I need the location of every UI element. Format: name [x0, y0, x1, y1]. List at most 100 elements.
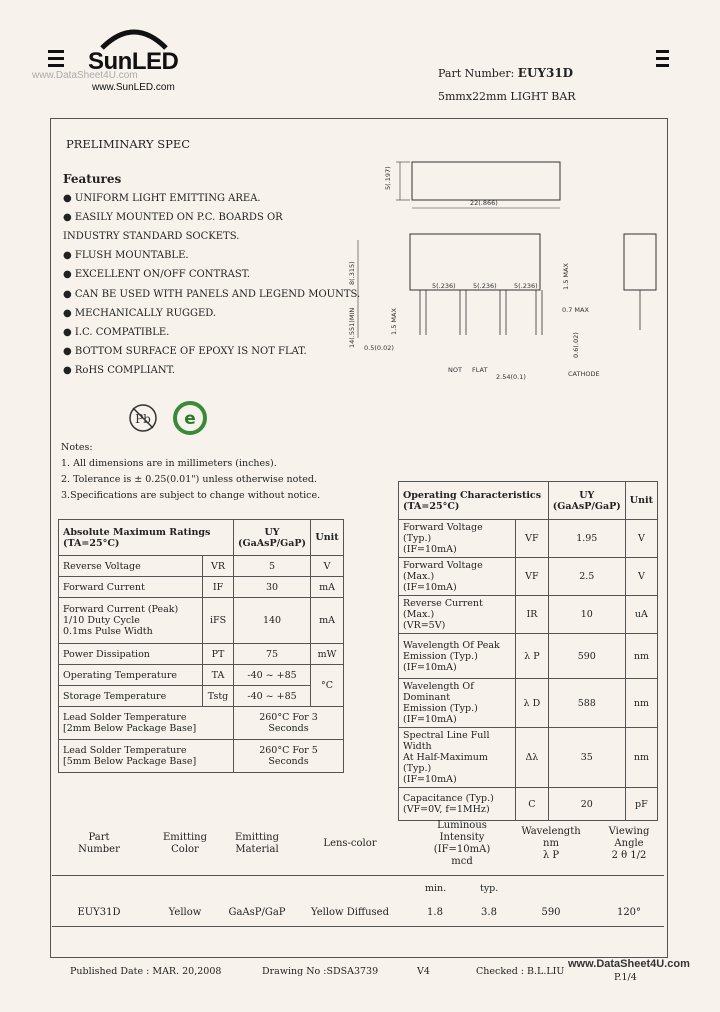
svg-text:1.5 MAX: 1.5 MAX — [562, 263, 570, 290]
param: Forward Voltage (Typ.)(IF=10mA) — [398, 519, 516, 558]
symbol: VF — [515, 519, 549, 558]
row-color: Yellow — [168, 907, 202, 918]
abs-max-subtitle: (TA=25°C) — [63, 537, 120, 549]
features-heading: Features — [63, 172, 122, 186]
feature-item: ● MECHANICALLY RUGGED. — [63, 308, 217, 319]
svg-text:8(.315): 8(.315) — [348, 261, 356, 285]
svg-text:5(.236): 5(.236) — [432, 282, 456, 290]
logo-bars-left — [48, 50, 64, 67]
product-description: 5mmx22mm LIGHT BAR — [438, 90, 576, 103]
svg-text:1.5 MAX: 1.5 MAX — [390, 308, 398, 335]
svg-text:FLAT: FLAT — [472, 366, 487, 374]
abs-max-title: Absolute Maximum Ratings — [63, 526, 211, 538]
param: Lead Solder Temperature [2mm Below Packa… — [57, 706, 235, 740]
content-border — [50, 118, 668, 958]
spec-title: PRELIMINARY SPEC — [66, 137, 191, 151]
unit: nm — [624, 678, 659, 728]
unit: V — [624, 557, 659, 596]
unit: pF — [624, 787, 659, 821]
row-typ: 3.8 — [481, 907, 497, 918]
symbol: Δλ — [515, 727, 549, 788]
symbol: λ D — [515, 678, 549, 728]
part-number-line: Part Number: EUY31D — [438, 66, 573, 80]
feature-item: ● I.C. COMPATIBLE. — [63, 327, 170, 338]
footer-page: P.1/4 — [614, 972, 637, 983]
footer-version: V4 — [417, 966, 430, 977]
svg-text:2.54(0.1): 2.54(0.1) — [496, 373, 526, 381]
row-min: 1.8 — [427, 907, 443, 918]
logo-bars-right — [656, 50, 669, 67]
company-logo: SunLED — [88, 48, 179, 75]
param: Power Dissipation — [58, 643, 203, 665]
value: 260°C For 5 Seconds — [233, 739, 344, 773]
footer-published-date: Published Date : MAR. 20,2008 — [70, 966, 222, 977]
value: -40 ~ +85 — [233, 685, 312, 707]
feature-item: ● BOTTOM SURFACE OF EPOXY IS NOT FLAT. — [63, 346, 307, 357]
symbol: TA — [201, 664, 235, 686]
svg-text:CATHODE: CATHODE — [568, 370, 600, 378]
svg-text:NOT: NOT — [448, 366, 462, 374]
unit: nm — [624, 633, 659, 679]
value: 10 — [547, 595, 626, 634]
notes-heading: Notes: — [61, 442, 93, 453]
note-item: 2. Tolerance is ± 0.25(0.01") unless oth… — [61, 474, 317, 485]
symbol: VF — [515, 557, 549, 596]
col-uy: UY — [264, 526, 280, 538]
col-material: (GaAsP/GaP) — [552, 500, 621, 512]
svg-text:22(.866): 22(.866) — [470, 199, 498, 207]
col-unit: Unit — [624, 481, 659, 520]
part-number-value: EUY31D — [517, 66, 574, 80]
unit: mA — [310, 597, 344, 644]
watermark-top: www.DataSheet4U.com — [32, 70, 138, 81]
param: Reverse Current (Max.)(VR=5V) — [398, 595, 516, 634]
unit: uA — [624, 595, 659, 634]
svg-text:e: e — [184, 409, 196, 429]
value: 5 — [233, 555, 312, 577]
symbol: Tstg — [201, 685, 235, 707]
value: 1.95 — [547, 519, 626, 558]
unit: °C — [310, 664, 344, 707]
feature-item: ● FLUSH MOUNTABLE. — [63, 250, 189, 261]
row-viewing-angle: 120° — [616, 907, 642, 918]
row-material: GaAsP/GaP — [228, 907, 286, 918]
unit: V — [310, 555, 344, 577]
unit: mW — [310, 643, 344, 665]
row-wavelength: 590 — [541, 907, 561, 918]
website-link[interactable]: www.SunLED.com — [92, 82, 175, 93]
symbol: C — [515, 787, 549, 821]
value: -40 ~ +85 — [233, 664, 312, 686]
symbol: PT — [201, 643, 235, 665]
param: Operating Temperature — [58, 664, 203, 686]
svg-text:5(.236): 5(.236) — [514, 282, 538, 290]
feature-item: ● RoHS COMPLIANT. — [63, 365, 175, 376]
row-lens: Yellow Diffused — [310, 907, 390, 918]
col-uy: UY — [579, 489, 595, 501]
param: Storage Temperature — [58, 685, 203, 707]
value: 20 — [547, 787, 626, 821]
op-char-subtitle: (TA=25°C) — [403, 500, 460, 512]
feature-item: INDUSTRY STANDARD SOCKETS. — [63, 231, 240, 242]
svg-text:5(.236): 5(.236) — [473, 282, 497, 290]
value: 588 — [547, 678, 626, 728]
symbol: IF — [201, 576, 235, 598]
footer-drawing-number: Drawing No :SDSA3739 — [262, 966, 379, 977]
col-material: (GaAsP/GaP) — [238, 537, 307, 549]
value: 75 — [233, 643, 312, 665]
footer-checked: Checked : B.L.LIU — [476, 966, 565, 977]
logo-arc-icon — [100, 29, 168, 50]
rohs-icon: e — [173, 401, 207, 435]
feature-item: ● EXCELLENT ON/OFF CONTRAST. — [63, 269, 251, 280]
unit: nm — [624, 727, 659, 788]
symbol: iFS — [201, 597, 235, 644]
value: 590 — [547, 633, 626, 679]
header-min: min. — [425, 883, 447, 894]
part-number-label: Part Number: — [438, 67, 515, 80]
col-unit: Unit — [310, 519, 344, 556]
